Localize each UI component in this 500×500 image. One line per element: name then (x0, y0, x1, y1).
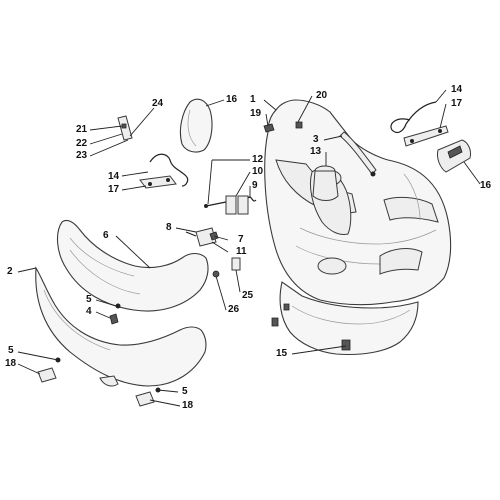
callout-3: 3 (313, 134, 319, 145)
callout-24: 24 (152, 98, 164, 109)
callout-17: 17 (451, 98, 463, 109)
part-14-17-left (139, 153, 189, 189)
callout-18: 18 (182, 400, 194, 411)
callout-13: 13 (310, 146, 322, 157)
callout-25: 25 (242, 290, 254, 301)
callout-23: 23 (76, 150, 88, 161)
part-9-10-12-connectors (204, 195, 257, 215)
leader-lines (17, 89, 481, 407)
callout-12: 12 (252, 154, 264, 165)
part-2-lower-shield (35, 266, 207, 387)
callout-10: 10 (252, 166, 264, 177)
part-13-tube (312, 165, 339, 201)
part-16-right-bracket (437, 139, 471, 173)
callout-14: 14 (451, 84, 463, 95)
callout-6: 6 (103, 230, 109, 241)
callout-17: 17 (108, 184, 120, 195)
part-1-front-body (264, 99, 452, 306)
part-19-20-fasteners (263, 121, 303, 133)
part-7-8-11-switch (185, 227, 219, 247)
callout-9: 9 (252, 180, 258, 191)
callout-16: 16 (480, 180, 492, 191)
callout-26: 26 (228, 304, 240, 315)
callout-16: 16 (226, 94, 238, 105)
callout-18: 18 (5, 358, 17, 369)
callout-19: 19 (250, 108, 262, 119)
part-14-17-right (390, 101, 449, 147)
part-18-clips (37, 357, 161, 407)
part-24-bracket (117, 115, 133, 141)
callout-22: 22 (76, 138, 88, 149)
part-25-26-fasteners (212, 257, 241, 278)
callout-5: 5 (182, 386, 188, 397)
callout-11: 11 (236, 246, 247, 257)
callout-5: 5 (86, 294, 92, 305)
callout-15: 15 (276, 348, 288, 359)
callout-4: 4 (86, 306, 92, 317)
part-6-inner-shield (57, 219, 209, 312)
callout-14: 14 (108, 171, 120, 182)
callout-1: 1 (250, 94, 256, 105)
callout-7: 7 (238, 234, 244, 245)
part-16-lamp (179, 98, 213, 153)
callout-20: 20 (316, 90, 328, 101)
callout-2: 2 (7, 266, 13, 277)
part-4-5-left-clips (109, 303, 121, 325)
callout-5: 5 (8, 345, 14, 356)
callout-21: 21 (76, 124, 88, 135)
callout-8: 8 (166, 222, 172, 233)
part-3-bracket (339, 131, 377, 177)
